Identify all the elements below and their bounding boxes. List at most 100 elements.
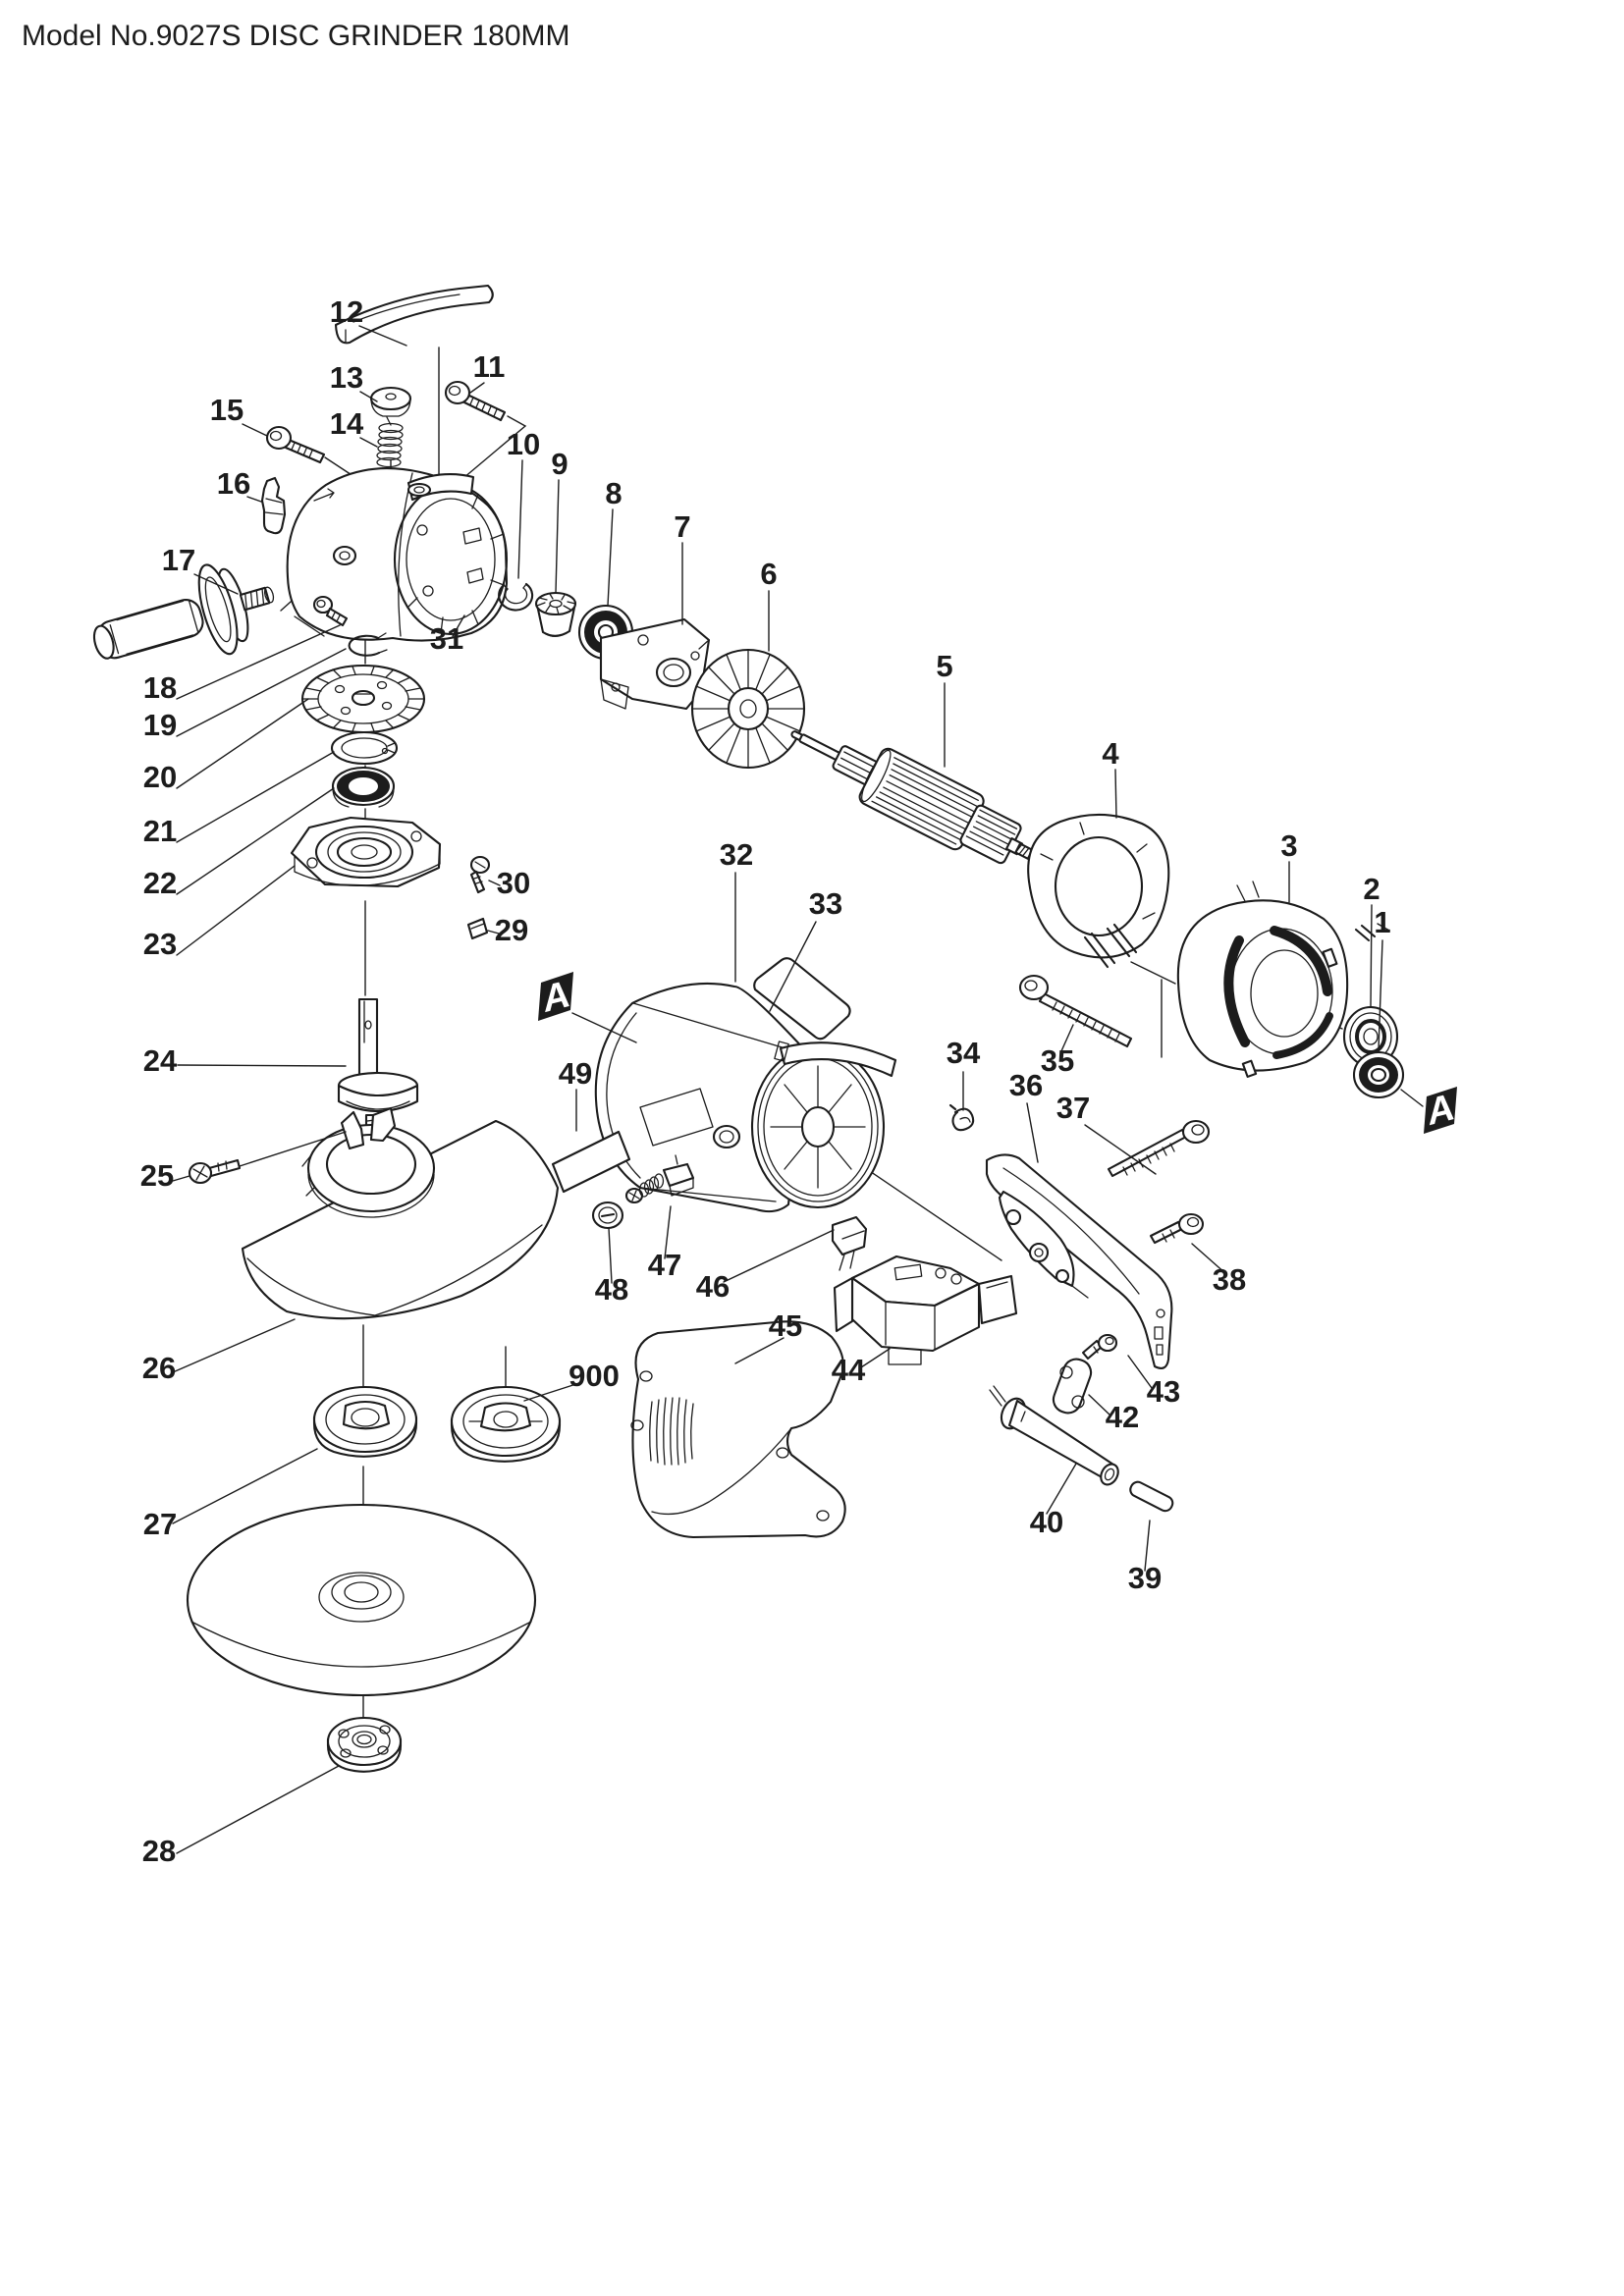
part-number-13: 13	[330, 360, 363, 395]
part-7-bearing-plate	[599, 617, 711, 711]
part-49-label	[551, 1130, 631, 1194]
part-number-49: 49	[559, 1056, 592, 1091]
part-20-bevel-gear	[300, 664, 426, 734]
part-number-40: 40	[1030, 1505, 1063, 1539]
part-number-45: 45	[769, 1308, 802, 1343]
part-900-flange	[450, 1385, 562, 1463]
part-15-screw	[265, 425, 326, 464]
part-number-25: 25	[140, 1158, 174, 1193]
part-48-brush-cap	[591, 1201, 624, 1230]
part-number-23: 23	[143, 927, 177, 961]
part-12-cover-bar	[334, 284, 494, 345]
part-4-bearing-retainer	[1027, 813, 1170, 969]
part-45-handle-cover	[630, 1320, 846, 1539]
part-number-43: 43	[1147, 1374, 1180, 1409]
part-35-bolt	[1018, 974, 1133, 1048]
part-42-strap	[1052, 1358, 1093, 1415]
part-29-key	[466, 917, 489, 940]
part-44-switch	[833, 1255, 1018, 1365]
part-40-cord-guard	[989, 1385, 1119, 1486]
part-number-22: 22	[143, 866, 177, 900]
part-number-36: 36	[1009, 1068, 1043, 1102]
part-30-screw	[469, 855, 491, 894]
part-10-washer	[498, 582, 534, 612]
part-number-38: 38	[1213, 1262, 1246, 1297]
part-14-spring	[376, 422, 404, 468]
part-number-35: 35	[1041, 1043, 1074, 1078]
part-number-18: 18	[143, 670, 177, 705]
part-number-900: 900	[568, 1359, 620, 1393]
part-number-33: 33	[809, 886, 842, 921]
part-number-47: 47	[648, 1248, 681, 1282]
part-number-8: 8	[605, 476, 622, 510]
part-28-lock-nut	[326, 1716, 403, 1773]
grinding-wheel	[186, 1503, 537, 1697]
part-number-39: 39	[1128, 1561, 1162, 1595]
part-23-bearing-box	[290, 816, 442, 888]
part-number-5: 5	[936, 649, 952, 683]
part-number-28: 28	[142, 1834, 176, 1868]
part-number-30: 30	[497, 866, 530, 900]
part-13-pin	[369, 386, 412, 426]
part-number-15: 15	[210, 393, 244, 427]
part-3-stator	[1176, 881, 1390, 1078]
part-number-12: 12	[330, 294, 363, 329]
part-32-motor-housing	[594, 982, 897, 1213]
part-number-3: 3	[1280, 828, 1297, 863]
part-5-armature	[790, 730, 1034, 865]
part-number-16: 16	[217, 466, 250, 501]
part-36-rear-handle	[985, 1153, 1173, 1369]
part-24-spindle	[337, 997, 419, 1144]
part-number-6: 6	[760, 557, 777, 591]
part-31-gear-housing	[286, 467, 509, 642]
part-26-wheel-guard	[241, 1106, 560, 1320]
part-16-pin	[260, 476, 287, 535]
part-number-2: 2	[1363, 872, 1380, 906]
part-19-circlip	[348, 632, 388, 657]
part-25-screw	[188, 1158, 242, 1185]
part-number-24: 24	[143, 1043, 178, 1078]
part-number-31: 31	[430, 621, 463, 656]
part-number-29: 29	[495, 913, 528, 947]
part-number-9: 9	[551, 447, 568, 481]
part-39-pin	[1129, 1480, 1174, 1513]
part-number-27: 27	[143, 1507, 177, 1541]
part-34-clip	[948, 1103, 975, 1132]
part-1-ball-bearing	[1352, 1050, 1405, 1099]
part-6-fan	[690, 648, 806, 770]
part-number-26: 26	[142, 1351, 176, 1385]
page-title: Model No.9027S DISC GRINDER 180MM	[22, 20, 570, 52]
part-number-21: 21	[143, 814, 177, 848]
part-18-screw	[312, 595, 349, 627]
part-number-46: 46	[696, 1269, 730, 1304]
part-21-lock-ring	[330, 730, 399, 766]
part-38-bolt	[1149, 1212, 1205, 1245]
part-number-37: 37	[1056, 1091, 1090, 1125]
parts-artwork	[92, 284, 1405, 1773]
part-number-48: 48	[595, 1272, 628, 1307]
part-46-capacitor	[831, 1215, 868, 1271]
section-marker-a-right: A	[1422, 1087, 1458, 1134]
part-number-42: 42	[1106, 1400, 1139, 1434]
part-number-32: 32	[720, 837, 753, 872]
part-11-screw	[444, 380, 507, 422]
part-number-1: 1	[1374, 905, 1390, 939]
part-9-pinion-gear	[534, 591, 577, 637]
part-47-carbon-brush	[624, 1154, 695, 1204]
part-22-ball-bearing	[331, 766, 396, 808]
leader-lines	[172, 325, 1424, 1854]
part-37-bolt	[1107, 1119, 1211, 1178]
part-number-34: 34	[947, 1036, 981, 1070]
part-43-screw	[1081, 1333, 1118, 1361]
part-number-20: 20	[143, 760, 177, 794]
part-17-side-handle	[92, 563, 275, 660]
part-number-11: 11	[473, 349, 506, 384]
part-number-44: 44	[832, 1353, 866, 1387]
part-number-4: 4	[1102, 736, 1119, 771]
section-marker-a-left: A	[537, 972, 637, 1043]
part-number-14: 14	[330, 406, 364, 441]
part-27-inner-flange	[312, 1385, 418, 1458]
part-number-labels: 1 2 3 4 5 6 7 8 9 10 11 12 13 14 15 16 1…	[140, 294, 1391, 1868]
part-number-7: 7	[674, 509, 690, 544]
